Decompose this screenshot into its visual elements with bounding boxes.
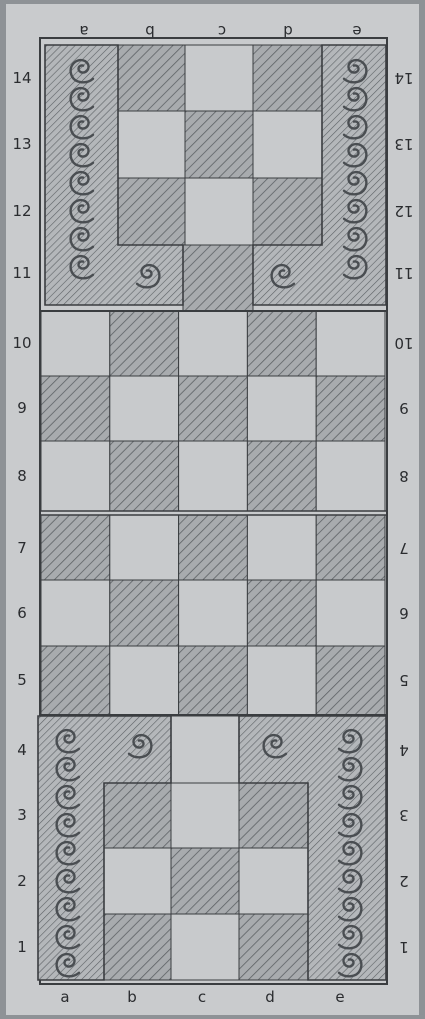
- rank-label-left-10: 10: [12, 334, 31, 352]
- rank-label-left-8: 8: [17, 467, 27, 485]
- rank-label-left-3: 3: [17, 806, 27, 824]
- rank-label-right-9: 9: [399, 399, 409, 417]
- rank-label-right-14: 14: [394, 69, 413, 87]
- square-r14-f4: [253, 45, 322, 111]
- rank-label-right-5: 5: [399, 671, 409, 689]
- square-r9-f5: [316, 376, 385, 441]
- square-r5-f1: [41, 646, 110, 715]
- square-r12-f4: [253, 178, 322, 245]
- square-r10-f4: [247, 311, 316, 376]
- rank-label-left-11: 11: [12, 264, 31, 282]
- square-r10-f2: [110, 311, 179, 376]
- rank-label-right-12: 12: [394, 202, 413, 220]
- file-label-top-e: e: [352, 22, 361, 40]
- square-r4-f3: [171, 716, 239, 783]
- square-r6-f3: [179, 580, 248, 646]
- square-r5-f2: [110, 646, 179, 715]
- file-label-bottom-c: c: [198, 988, 206, 1006]
- file-label-bottom-b: b: [127, 988, 137, 1006]
- square-r2-f4: [239, 848, 308, 914]
- square-r9-f4: [247, 376, 316, 441]
- rank-label-right-3: 3: [399, 806, 409, 824]
- square-r12-f2: [118, 178, 185, 245]
- square-r13-f4: [253, 111, 322, 178]
- square-r1-f4: [239, 914, 308, 980]
- rank-label-left-12: 12: [12, 202, 31, 220]
- square-r1-f2: [104, 914, 171, 980]
- file-label-top-c: c: [218, 22, 226, 40]
- square-r5-f3: [179, 646, 248, 715]
- square-r9-f3: [179, 376, 248, 441]
- square-r14-f3: [185, 45, 253, 111]
- square-r10-f1: [41, 311, 110, 376]
- square-r8-f3: [179, 441, 248, 511]
- square-r8-f4: [247, 441, 316, 511]
- rank-label-left-1: 1: [17, 938, 27, 956]
- square-r7-f1: [41, 515, 110, 580]
- square-r6-f2: [110, 580, 179, 646]
- rank-label-left-9: 9: [17, 399, 27, 417]
- square-r14-f2: [118, 45, 185, 111]
- square-r5-f5: [316, 646, 385, 715]
- rank-label-right-2: 2: [399, 872, 409, 890]
- square-r5-f4: [247, 646, 316, 715]
- rank-label-left-4: 4: [17, 741, 27, 759]
- file-label-top-a: a: [79, 22, 88, 40]
- file-label-bottom-a: a: [60, 988, 69, 1006]
- square-r6-f4: [247, 580, 316, 646]
- rank-label-right-4: 4: [399, 741, 409, 759]
- square-r7-f3: [179, 515, 248, 580]
- file-label-bottom-e: e: [335, 988, 344, 1006]
- rank-label-left-6: 6: [17, 604, 27, 622]
- square-r3-f4: [239, 783, 308, 848]
- file-label-top-b: b: [145, 22, 155, 40]
- rank-label-right-1: 1: [399, 938, 409, 956]
- file-label-bottom-d: d: [265, 988, 275, 1006]
- square-r3-f3: [171, 783, 239, 848]
- square-r2-f3: [171, 848, 239, 914]
- rank-label-right-13: 13: [394, 135, 413, 153]
- square-r13-f2: [118, 111, 185, 178]
- rank-label-right-7: 7: [399, 539, 409, 557]
- square-r8-f5: [316, 441, 385, 511]
- square-r2-f2: [104, 848, 171, 914]
- square-r9-f1: [41, 376, 110, 441]
- square-r6-f5: [316, 580, 385, 646]
- square-r7-f4: [247, 515, 316, 580]
- square-r13-f3: [185, 111, 253, 178]
- rank-label-left-5: 5: [17, 671, 27, 689]
- square-r8-f2: [110, 441, 179, 511]
- square-r11-f3: [183, 245, 253, 311]
- rank-label-right-8: 8: [399, 467, 409, 485]
- square-r10-f3: [179, 311, 248, 376]
- square-r6-f1: [41, 580, 110, 646]
- square-r7-f2: [110, 515, 179, 580]
- rank-label-left-14: 14: [12, 69, 31, 87]
- square-r7-f5: [316, 515, 385, 580]
- rank-label-left-13: 13: [12, 135, 31, 153]
- rank-label-left-2: 2: [17, 872, 27, 890]
- rank-label-left-7: 7: [17, 539, 27, 557]
- square-r10-f5: [316, 311, 385, 376]
- square-r1-f3: [171, 914, 239, 980]
- square-r3-f2: [104, 783, 171, 848]
- square-r9-f2: [110, 376, 179, 441]
- rank-label-right-6: 6: [399, 604, 409, 622]
- square-r12-f3: [185, 178, 253, 245]
- rank-label-right-10: 10: [394, 334, 413, 352]
- rank-label-right-11: 11: [394, 264, 413, 282]
- file-label-top-d: d: [283, 22, 293, 40]
- square-r8-f1: [41, 441, 110, 511]
